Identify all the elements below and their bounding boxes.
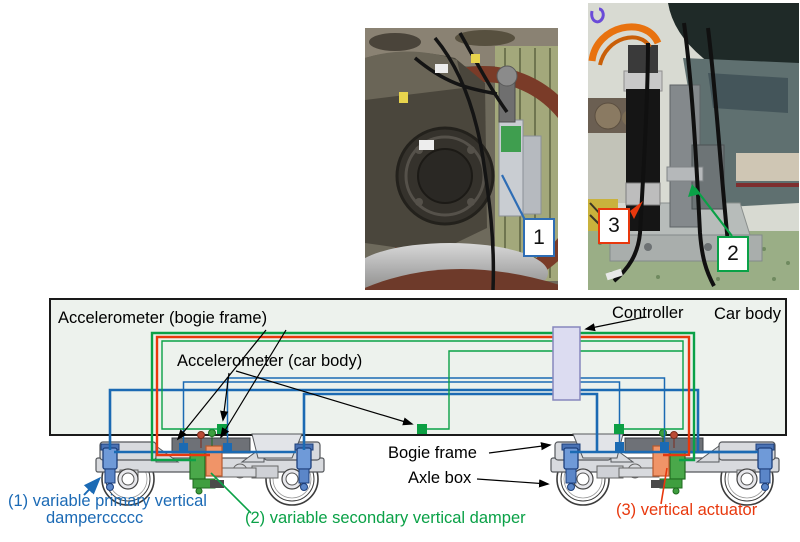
label-axle-box: Axle box	[408, 469, 472, 487]
arrow-accel-car-center	[235, 370, 414, 426]
pointer-actuator	[660, 467, 668, 505]
car-body-accel-center	[417, 424, 427, 434]
photo-primary-damper: 1	[365, 28, 558, 290]
orange-hose	[588, 23, 662, 62]
legend-item-1-line2: damperccccc	[46, 509, 144, 527]
arrow-accel-bogie-2	[220, 329, 287, 439]
car-body-outline	[49, 298, 787, 436]
photo-actuator-rig: 3 2	[588, 3, 799, 290]
tag1-number: 1	[533, 225, 545, 249]
photo2-tag-3: 3	[598, 208, 630, 244]
arrow-controller	[584, 316, 646, 332]
car-body-accel-right	[614, 424, 624, 434]
bogie-accel-right-1	[615, 442, 624, 451]
legend-item-3: (3) vertical actuator	[616, 501, 758, 519]
wire-blue-thick-branch	[302, 392, 599, 452]
label-controller: Controller	[612, 304, 684, 322]
wire-blue-thin-2	[182, 381, 621, 444]
wire-green-thick	[150, 331, 696, 462]
photo1-tag-1: 1	[523, 218, 555, 257]
tag3-number: 3	[608, 214, 620, 237]
label-accel-car-body: Accelerometer (car body)	[177, 352, 363, 370]
beam	[736, 153, 799, 181]
controller-box	[552, 326, 581, 401]
bogie-accel-left-2	[223, 443, 232, 452]
label-accel-bogie-frame: Accelerometer (bogie frame)	[58, 309, 268, 327]
wire-green-thin-1	[161, 340, 684, 430]
tag3-arrow	[630, 201, 643, 219]
pointer-secondary-damper	[210, 472, 252, 514]
arrow-axle-box	[476, 478, 550, 488]
arrow-accel-car-left	[220, 372, 230, 422]
legend-item-2: (2) variable secondary vertical damper	[245, 509, 526, 527]
bogie-accel-right-2	[660, 442, 669, 451]
photo2-tag-2: 2	[717, 236, 749, 272]
legend-item-1: (1) variable primary vertical dampercccc…	[8, 493, 207, 527]
tag1-leader	[501, 174, 527, 223]
label-bogie-frame: Bogie frame	[388, 444, 477, 462]
tag2-leader	[694, 187, 733, 237]
legend-item-1-line1: (1) variable primary vertical	[8, 492, 207, 510]
cables	[413, 32, 509, 290]
label-car-body: Car body	[714, 305, 781, 323]
annotation-arrows	[176, 316, 646, 488]
purple-mark	[590, 7, 605, 24]
damper-green-band	[501, 126, 521, 152]
arrow-bogie-frame	[488, 442, 552, 454]
pointer-primary-damper	[83, 476, 102, 496]
tag2-number: 2	[727, 242, 739, 265]
bogie-accel-left-1	[179, 443, 188, 452]
arrow-accel-bogie-1	[176, 329, 267, 441]
wire-red	[155, 335, 691, 457]
